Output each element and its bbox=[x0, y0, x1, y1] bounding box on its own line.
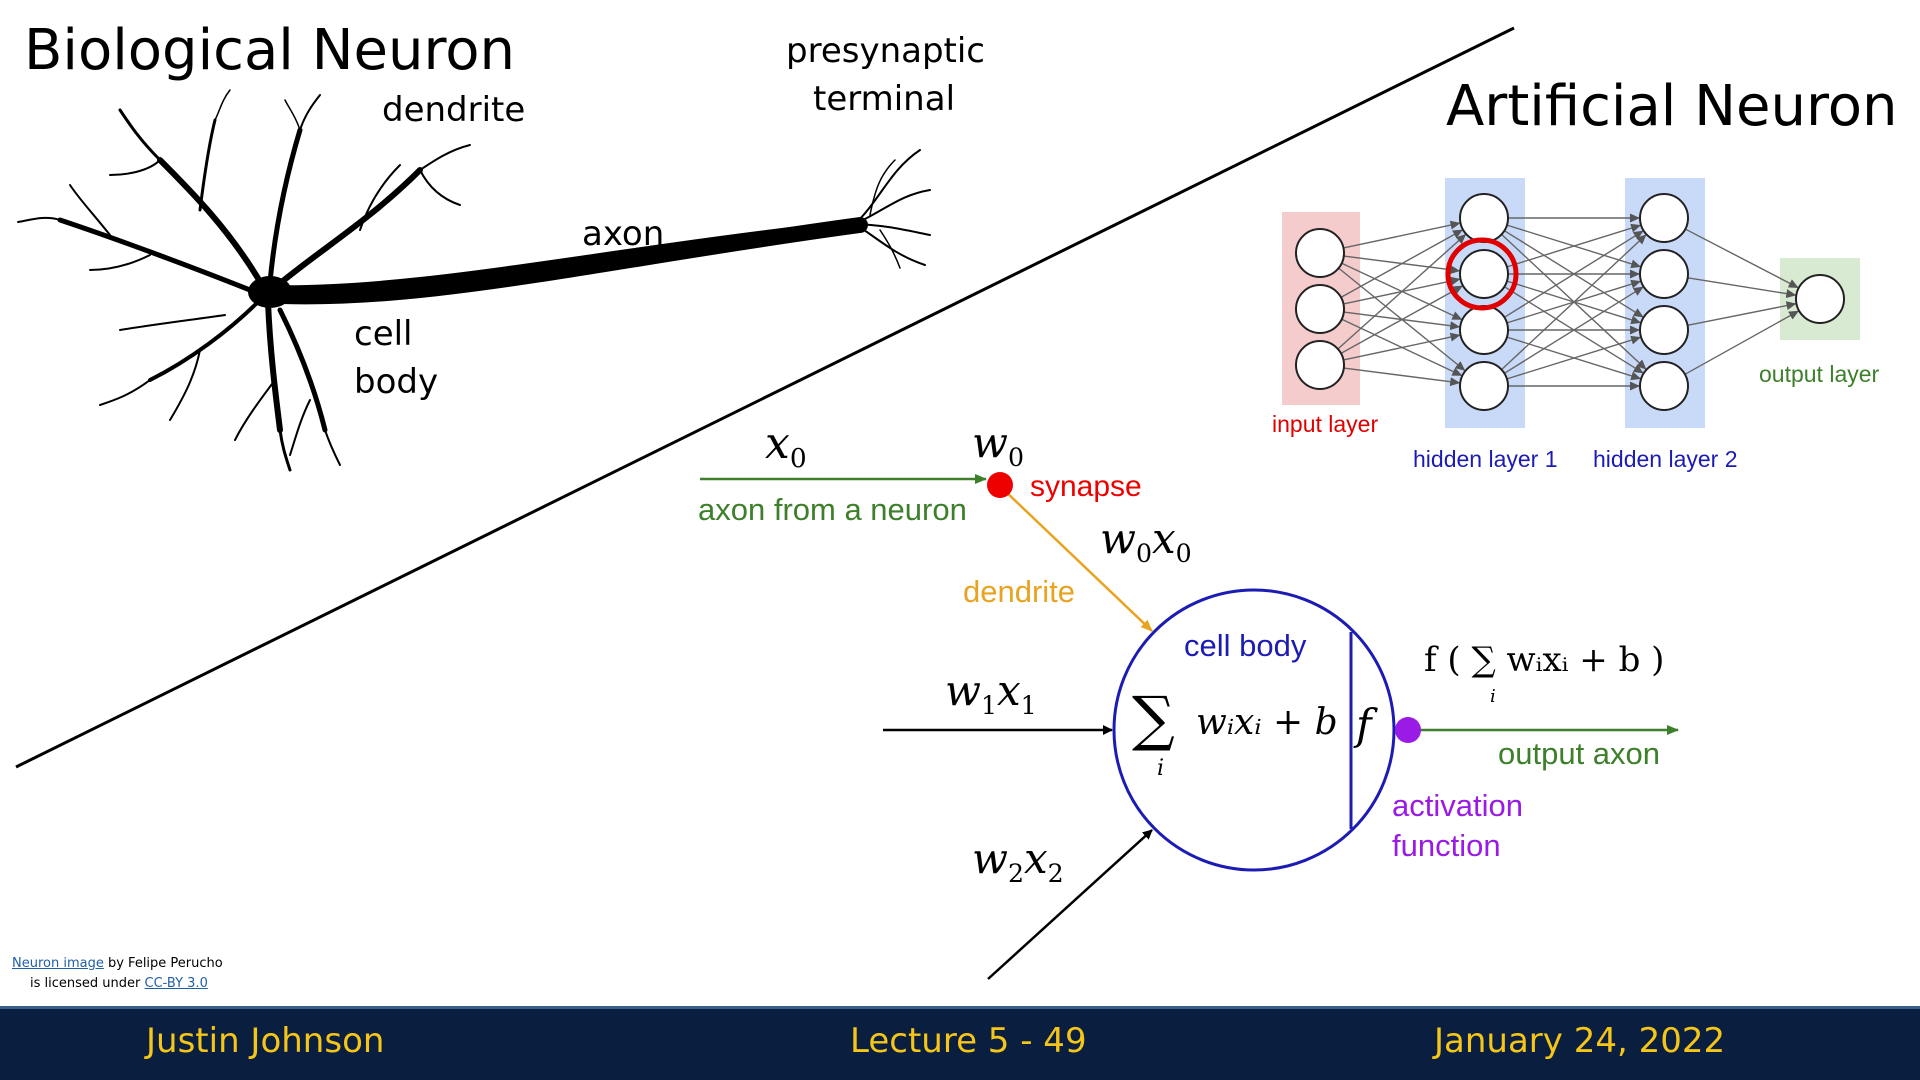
cell-label-line1: cell bbox=[354, 314, 413, 354]
credit-license-text: is licensed under bbox=[30, 976, 145, 991]
network-edge bbox=[1684, 228, 1799, 289]
hidden2-neuron bbox=[1639, 249, 1689, 299]
network-edge bbox=[1687, 301, 1797, 327]
diagonal-divider bbox=[15, 26, 1515, 769]
output-axon-label: output axon bbox=[1498, 736, 1661, 771]
neuron-model-diagram bbox=[700, 472, 1679, 980]
hidden1-neuron bbox=[1459, 249, 1509, 299]
summation-index: i bbox=[1157, 756, 1165, 781]
network-edge bbox=[1504, 286, 1644, 374]
artificial-neuron-title: Artificial Neuron bbox=[1446, 74, 1898, 139]
network-edge bbox=[1340, 285, 1464, 354]
network-edge bbox=[1687, 277, 1797, 299]
network-edge bbox=[1343, 367, 1461, 387]
dendrite-model-label: dendrite bbox=[963, 574, 1076, 609]
license-link[interactable]: CC-BY 3.0 bbox=[144, 976, 208, 991]
footer-lecture: Lecture 5 - 49 bbox=[850, 1021, 1087, 1061]
activation-label-line2: function bbox=[1392, 828, 1501, 863]
dendrite-arrow bbox=[1003, 489, 1153, 632]
credit-line1: Neuron image by Felipe Perucho bbox=[12, 954, 223, 974]
output-expression-index: i bbox=[1490, 686, 1496, 707]
dendrite-label: dendrite bbox=[382, 90, 526, 130]
summation-symbol: ∑ bbox=[1132, 684, 1175, 754]
cell-body-circle bbox=[1112, 588, 1396, 872]
footer-date: January 24, 2022 bbox=[1434, 1021, 1726, 1061]
cell-body-label: cell body bbox=[354, 310, 438, 406]
activation-f-symbol: f bbox=[1356, 700, 1372, 749]
synapse-dot bbox=[987, 472, 1013, 498]
neuron-image-link[interactable]: Neuron image bbox=[12, 956, 104, 971]
hidden2-neuron bbox=[1639, 193, 1689, 243]
axon-from-neuron-label: axon from a neuron bbox=[698, 492, 967, 527]
network-edge bbox=[1506, 335, 1642, 380]
network-edge bbox=[1501, 234, 1647, 371]
highlighted-neuron-ring bbox=[1445, 237, 1519, 311]
output-neuron bbox=[1795, 274, 1845, 324]
hidden1-neuron bbox=[1459, 305, 1509, 355]
activation-function-label: activation function bbox=[1392, 786, 1523, 866]
w2x2-label: w2x2 bbox=[972, 834, 1064, 888]
network-edge bbox=[1684, 310, 1800, 375]
w1x1-label: w1x1 bbox=[945, 666, 1037, 720]
activation-label-line1: activation bbox=[1392, 788, 1523, 823]
w0x0-label: w0x0 bbox=[1100, 514, 1192, 568]
w0-label: w0 bbox=[972, 418, 1024, 472]
cell-body-model-label: cell body bbox=[1184, 628, 1307, 663]
neural-network-diagram bbox=[1282, 178, 1860, 428]
synapse-label: synapse bbox=[1030, 470, 1142, 503]
activation-dot bbox=[1395, 717, 1421, 743]
network-nodes bbox=[1295, 193, 1845, 411]
output-layer-label: output layer bbox=[1759, 361, 1880, 387]
network-edge bbox=[1506, 223, 1642, 268]
biological-neuron-title: Biological Neuron bbox=[24, 18, 516, 83]
output-expression: f ( ∑ wᵢxᵢ + b ) bbox=[1424, 640, 1665, 680]
credit-line2: is licensed under CC-BY 3.0 bbox=[12, 974, 223, 994]
input-neuron bbox=[1295, 340, 1345, 390]
input-neuron bbox=[1295, 284, 1345, 334]
hidden-layer-2-label: hidden layer 2 bbox=[1593, 446, 1738, 472]
network-edges bbox=[1337, 213, 1800, 391]
input-w2x2-arrow bbox=[987, 829, 1153, 980]
footer-author: Justin Johnson bbox=[146, 1021, 385, 1061]
hidden1-neuron bbox=[1459, 193, 1509, 243]
hidden1-neuron bbox=[1459, 361, 1509, 411]
input-layer-label: input layer bbox=[1272, 411, 1379, 437]
network-edge bbox=[1343, 220, 1461, 249]
hidden2-neuron bbox=[1639, 361, 1689, 411]
presynaptic-label-line1: presynaptic bbox=[786, 31, 986, 71]
presynaptic-label-line2: terminal bbox=[812, 79, 956, 119]
image-credit: Neuron image by Felipe Perucho is licens… bbox=[12, 954, 223, 994]
credit-author-text: by Felipe Perucho bbox=[103, 956, 223, 971]
slide-footer: Justin Johnson Lecture 5 - 49 January 24… bbox=[0, 1006, 1920, 1080]
input-neuron bbox=[1295, 228, 1345, 278]
biological-neuron-drawing bbox=[17, 89, 931, 472]
x0-label: x0 bbox=[765, 418, 807, 475]
network-edge bbox=[1343, 332, 1461, 361]
presynaptic-terminal-label: presynaptic terminal bbox=[786, 27, 986, 123]
axon-label: axon bbox=[582, 214, 665, 254]
cell-label-line2: body bbox=[354, 362, 439, 402]
network-edge bbox=[1504, 230, 1644, 318]
network-edge bbox=[1337, 234, 1467, 350]
hidden-layer-1-label: hidden layer 1 bbox=[1413, 446, 1558, 472]
hidden2-neuron bbox=[1639, 305, 1689, 355]
network-edge bbox=[1340, 229, 1464, 298]
summation-expression: wᵢxᵢ + b bbox=[1196, 702, 1338, 743]
